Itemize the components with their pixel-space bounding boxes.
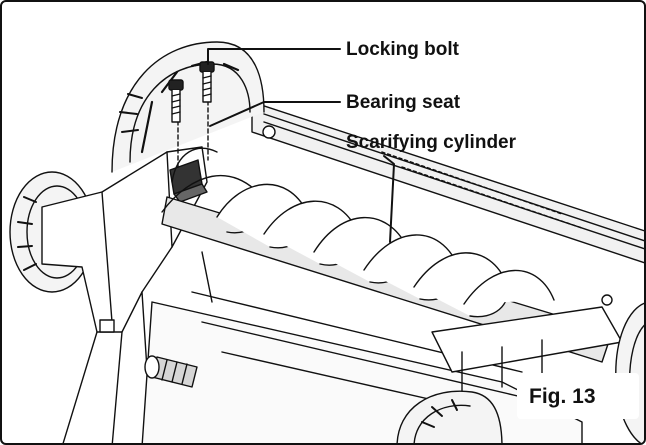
front-right-wheel <box>396 390 503 443</box>
rear-rail <box>251 101 644 306</box>
figure-caption: Fig. 13 <box>529 385 596 408</box>
side-housing <box>41 146 208 443</box>
locking-bolt-left <box>168 79 184 123</box>
label-scarifying-cylinder: Scarifying cylinder <box>346 132 517 153</box>
bearing-seat-assembly <box>168 61 215 203</box>
leader-lines <box>207 48 395 243</box>
locking-bolt-right <box>199 61 215 103</box>
front-axle <box>144 355 198 388</box>
label-bearing-seat: Bearing seat <box>346 92 461 113</box>
scarifying-cylinder <box>161 147 613 363</box>
figure-caption-box: Fig. 13 <box>517 373 639 419</box>
label-locking-bolt: Locking bolt <box>346 39 459 60</box>
